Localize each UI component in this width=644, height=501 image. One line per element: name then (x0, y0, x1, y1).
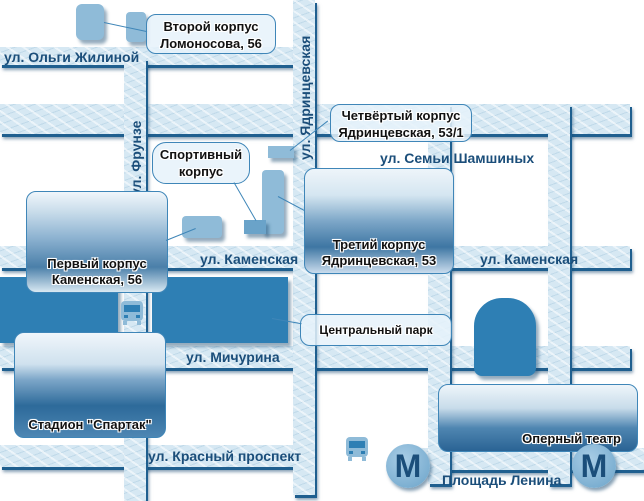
sports-building-wing (244, 220, 266, 234)
fourth-building-block (268, 146, 294, 158)
metro-icon-krasny[interactable]: M (386, 444, 430, 488)
street-label-semi-shamshinykh: ул. Семьи Шамшиных (380, 150, 535, 166)
sports-building-block (262, 170, 284, 234)
street-label-michurina: ул. Мичурина (186, 349, 280, 365)
bus-stop-icon (120, 300, 144, 326)
street-label-kamenskaya-right: ул. Каменская (480, 251, 579, 267)
fourth-building-name: Четвёртый корпус (341, 108, 461, 123)
second-building-address: Ломоносова, 56 (160, 36, 262, 51)
central-park-area-2 (152, 277, 288, 343)
second-building-block-2 (126, 12, 146, 42)
sports-building-name: Спортивный (159, 147, 243, 162)
street-label-kamenskaya-left: ул. Каменская (200, 251, 299, 267)
central-park-name: Центральный парк (319, 323, 433, 337)
second-building-name: Второй корпус (163, 19, 259, 34)
street-label-frunze: ул. Фрунзе (128, 120, 144, 196)
street-label-ploshchad-lenina: Площадь Ленина (442, 472, 562, 488)
sports-building-name-2: корпус (178, 164, 224, 179)
photo-first-building[interactable]: Первый корпус Каменская, 56 (26, 191, 168, 293)
second-building-block (76, 4, 104, 40)
street-label-olgi-zhilinoy: ул. Ольги Жилиной (4, 49, 140, 65)
stadium-name: Стадион "Спартак" (28, 417, 152, 432)
first-building-address: Каменская, 56 (51, 272, 143, 287)
third-building-name: Третий корпус (332, 237, 426, 252)
callout-sports-building[interactable]: Спортивный корпус (152, 142, 250, 184)
third-building-address: Ядринцевская, 53 (321, 253, 437, 268)
metro-icon-lenina[interactable]: M (572, 444, 616, 488)
opera-theatre-name: Оперный театр (522, 431, 621, 446)
photo-opera-theatre[interactable]: Оперный театр (438, 384, 638, 452)
callout-fourth-building[interactable]: Четвёртый корпус Ядринцевская, 53/1 (330, 104, 472, 142)
street-label-krasny-prospekt: ул. Красный проспект (148, 448, 302, 464)
callout-central-park[interactable]: Центральный парк (300, 314, 452, 346)
bus-stop-icon-krasny (345, 436, 369, 462)
photo-stadium[interactable]: Стадион "Спартак" (14, 332, 166, 438)
first-building-name: Первый корпус (47, 256, 147, 271)
fourth-building-address: Ядринцевская, 53/1 (338, 125, 464, 140)
callout-second-building[interactable]: Второй корпус Ломоносова, 56 (146, 14, 276, 54)
photo-third-building[interactable]: Третий корпус Ядринцевская, 53 (304, 168, 454, 274)
opera-theatre-area (474, 298, 536, 376)
first-building-block (182, 216, 222, 238)
leader-sports-building (233, 182, 257, 221)
road-krasny-prospekt (0, 445, 310, 467)
